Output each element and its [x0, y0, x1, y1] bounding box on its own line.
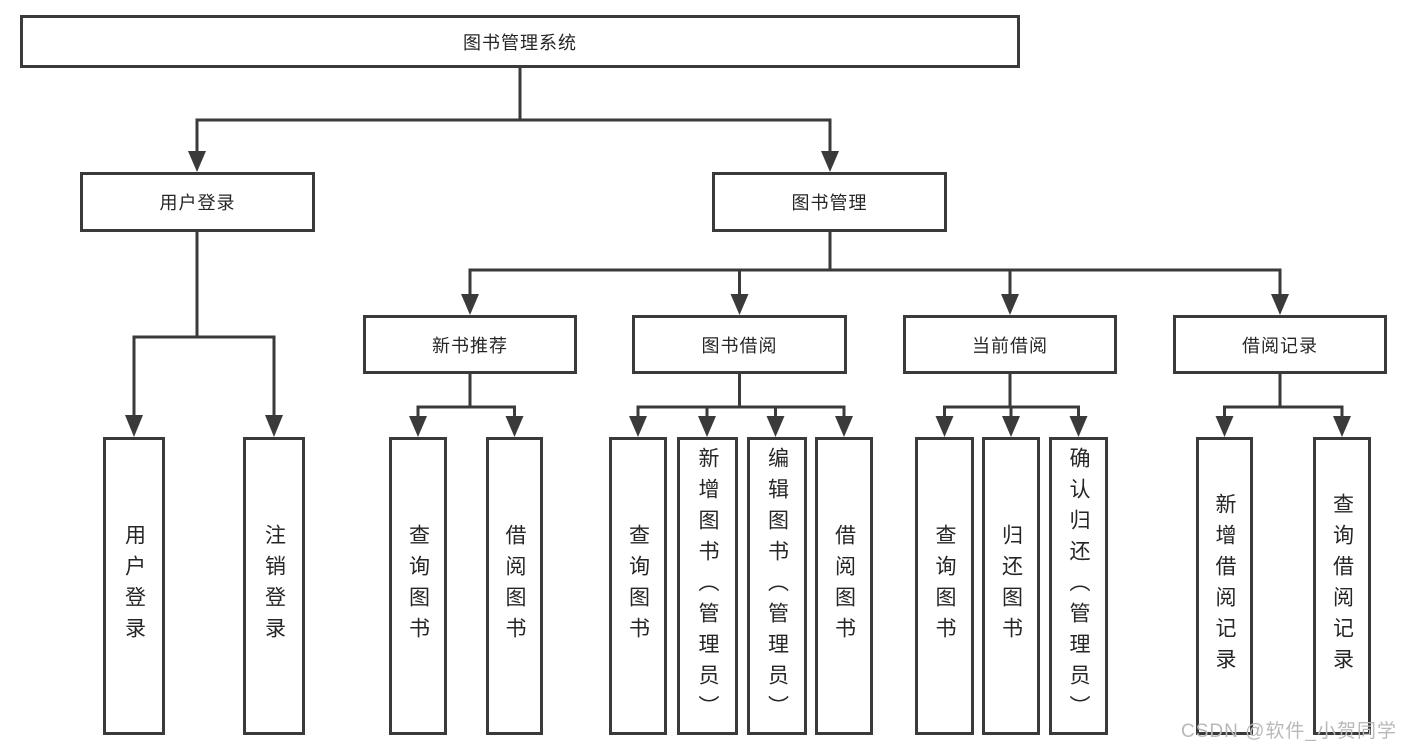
- leaf-query-books-borrow: 查询图书: [609, 437, 667, 735]
- leaf-user-login: 用户登录: [103, 437, 165, 735]
- leaf-query-borrow-record: 查询借阅记录: [1313, 437, 1371, 735]
- node-current-borrow: 当前借阅: [903, 315, 1117, 374]
- watermark: CSDN @软件_小贺同学: [1181, 721, 1397, 742]
- leaf-borrow-books: 借阅图书: [815, 437, 873, 735]
- leaf-query-books-current: 查询图书: [915, 437, 974, 735]
- leaf-add-borrow-record: 新增借阅记录: [1196, 437, 1253, 735]
- leaf-query-books-recommend: 查询图书: [389, 437, 447, 735]
- leaf-borrow-books-recommend: 借阅图书: [486, 437, 543, 735]
- node-book-borrow: 图书借阅: [632, 315, 847, 374]
- leaf-logout: 注销登录: [243, 437, 305, 735]
- node-user-login: 用户登录: [80, 172, 315, 232]
- leaf-return-book: 归还图书: [982, 437, 1040, 735]
- node-book-management: 图书管理: [712, 172, 947, 232]
- leaf-edit-book-admin: 编辑图书（管理员）: [747, 437, 807, 735]
- leaf-confirm-return-admin: 确认归还（管理员）: [1049, 437, 1108, 735]
- node-new-book-recommend: 新书推荐: [363, 315, 577, 374]
- node-library-management-system: 图书管理系统: [20, 15, 1020, 68]
- node-borrow-records: 借阅记录: [1173, 315, 1387, 374]
- leaf-add-book-admin: 新增图书（管理员）: [677, 437, 738, 735]
